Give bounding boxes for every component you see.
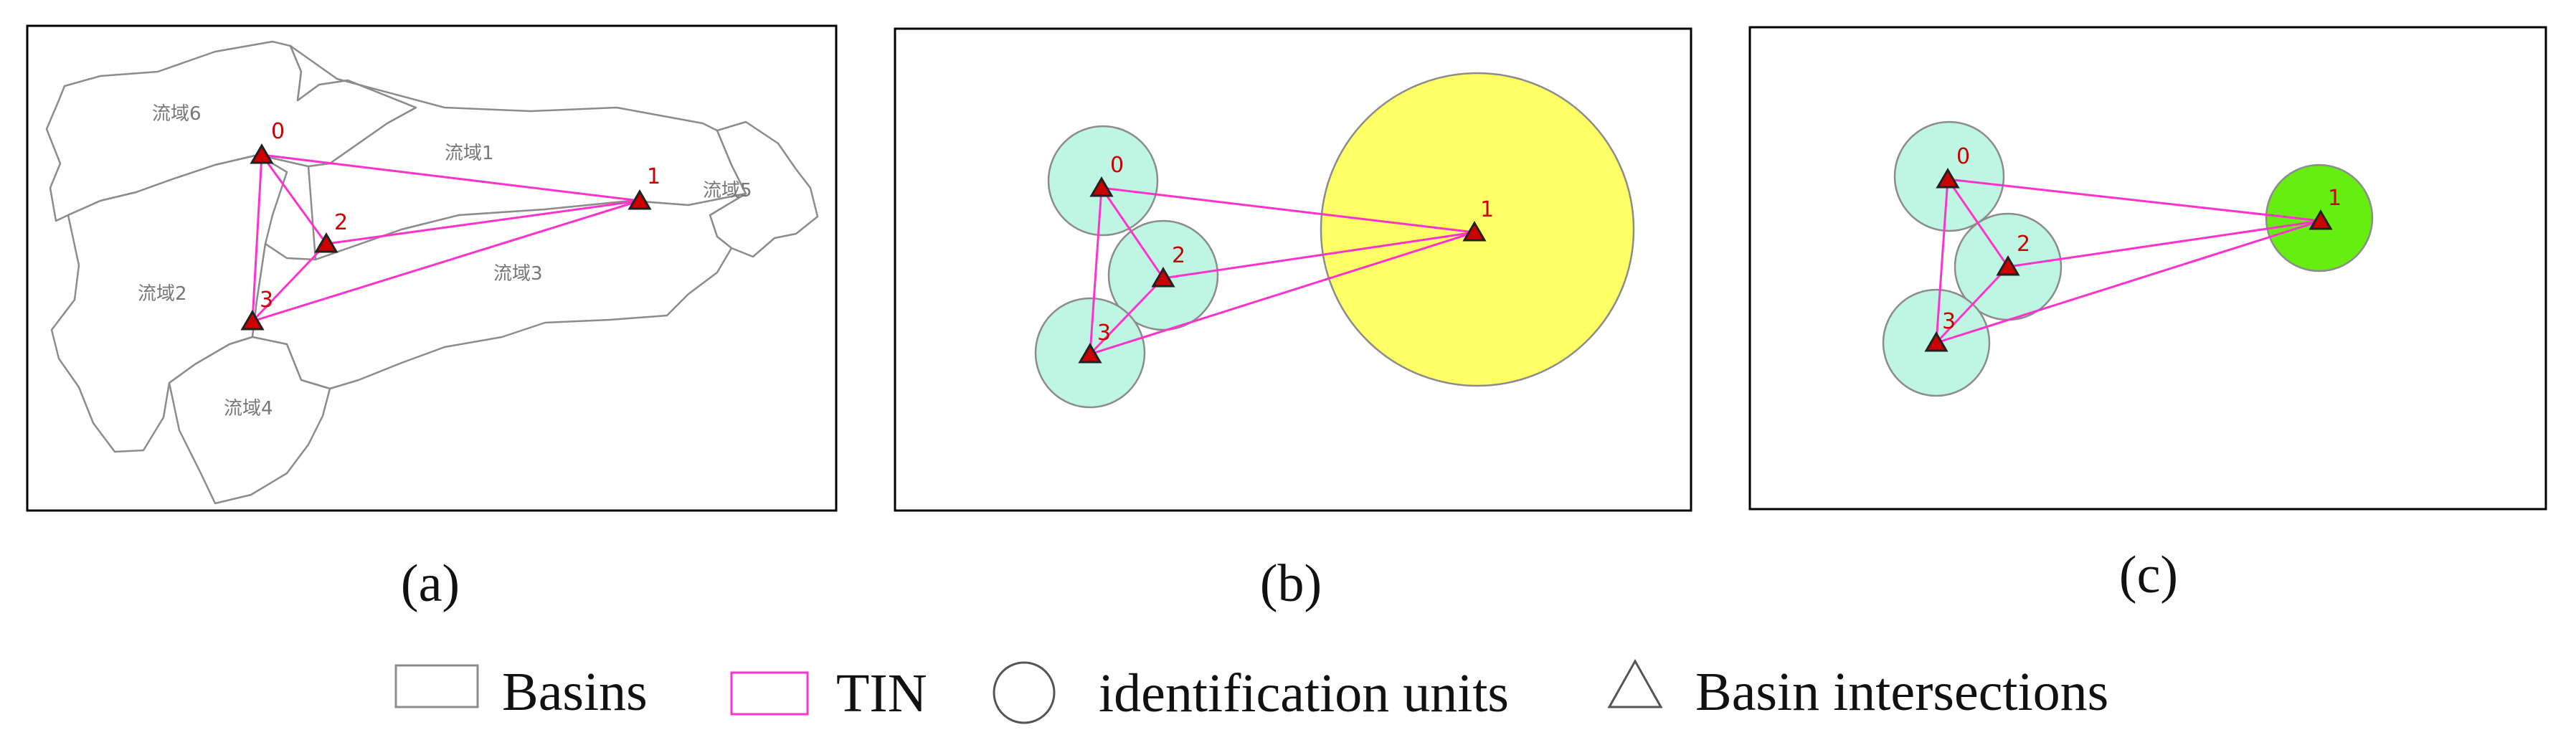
node-label-c-0: 0 — [1956, 144, 1970, 169]
basin-label-2: 流域2 — [138, 283, 187, 305]
tin-edge-c-2-3 — [1935, 265, 2009, 344]
node-label-0: 0 — [271, 119, 285, 144]
legend-units-label: identification units — [1099, 663, 1509, 724]
legend-tin-label: TIN — [836, 663, 927, 724]
nodes-c: 0 1 2 3 — [1925, 144, 2341, 352]
tin-edges-c — [1935, 178, 2321, 344]
tin-edge-b-0-3 — [1089, 187, 1103, 355]
tin-edge-c-3-1 — [1936, 219, 2321, 344]
basin-label-5: 流域5 — [703, 180, 752, 201]
legend-units-circle-icon — [993, 661, 1056, 724]
legend-triangle-icon — [1607, 658, 1663, 708]
caption-c: (c) — [2119, 546, 2178, 604]
panel-c-frame — [1748, 26, 2547, 511]
basin-label-3: 流域3 — [493, 263, 543, 285]
tin-edge-0-2 — [260, 154, 328, 245]
nodes-b: 0 1 2 3 — [1079, 153, 1494, 364]
basin-label-1: 流域1 — [445, 143, 494, 164]
legend-tin-swatch — [730, 671, 809, 716]
tin-edge-b-0-1 — [1101, 186, 1475, 234]
tin-edge-c-0-3 — [1935, 179, 1949, 343]
tin-edge-0-1 — [261, 153, 640, 202]
node-label-1: 1 — [647, 164, 660, 189]
caption-a: (a) — [401, 554, 460, 613]
node-label-c-3: 3 — [1942, 309, 1956, 334]
node-label-b-3: 3 — [1097, 321, 1111, 346]
legend-intersections-label: Basin intersections — [1695, 662, 2108, 722]
node-label-2: 2 — [334, 210, 348, 235]
node-label-b-2: 2 — [1172, 243, 1185, 268]
legend: Basins TIN identification units Basin in… — [394, 658, 2108, 724]
tin-edge-c-0-1 — [1947, 178, 2321, 222]
basins-outlines — [45, 40, 819, 505]
tin-edge-3-1 — [252, 199, 640, 323]
panel-c: 0 1 2 3 (c) — [1748, 26, 2547, 604]
node-label-b-1: 1 — [1480, 197, 1494, 222]
node-label-b-0: 0 — [1110, 153, 1124, 178]
tin-edges-b — [1089, 186, 1475, 356]
nodes-a: 0 1 2 3 — [241, 119, 660, 331]
tin-edge-b-3-1 — [1089, 231, 1475, 356]
node-label-c-1: 1 — [2328, 186, 2341, 211]
caption-b: (b) — [1260, 554, 1322, 613]
legend-basins-swatch — [394, 664, 479, 708]
tin-edge-2-3 — [251, 242, 328, 323]
tin-edge-b-2-1 — [1162, 231, 1475, 280]
panel-b: 0 1 2 3 (b) — [894, 27, 1692, 613]
panel-a: 流域6 流域1 流域5 流域2 流域3 流域4 0 1 2 3 (a) — [26, 24, 838, 613]
tin-edges-a — [251, 153, 640, 323]
tin-edge-0-3 — [251, 154, 263, 322]
node-label-3: 3 — [260, 288, 273, 313]
tin-edge-b-2-3 — [1089, 277, 1165, 356]
tin-edge-2-1 — [326, 199, 640, 245]
tin-edge-c-0-2 — [1946, 179, 2009, 267]
node-label-c-2: 2 — [2017, 232, 2030, 257]
tin-edge-c-2-1 — [2007, 219, 2321, 268]
legend-basins-label: Basins — [502, 662, 648, 722]
basin-4-shape — [168, 336, 331, 505]
basin-labels: 流域6 流域1 流域5 流域2 流域3 流域4 — [138, 103, 752, 419]
basin-label-6: 流域6 — [152, 103, 202, 125]
tin-edge-b-0-2 — [1100, 187, 1165, 279]
basin-label-4: 流域4 — [224, 398, 273, 419]
